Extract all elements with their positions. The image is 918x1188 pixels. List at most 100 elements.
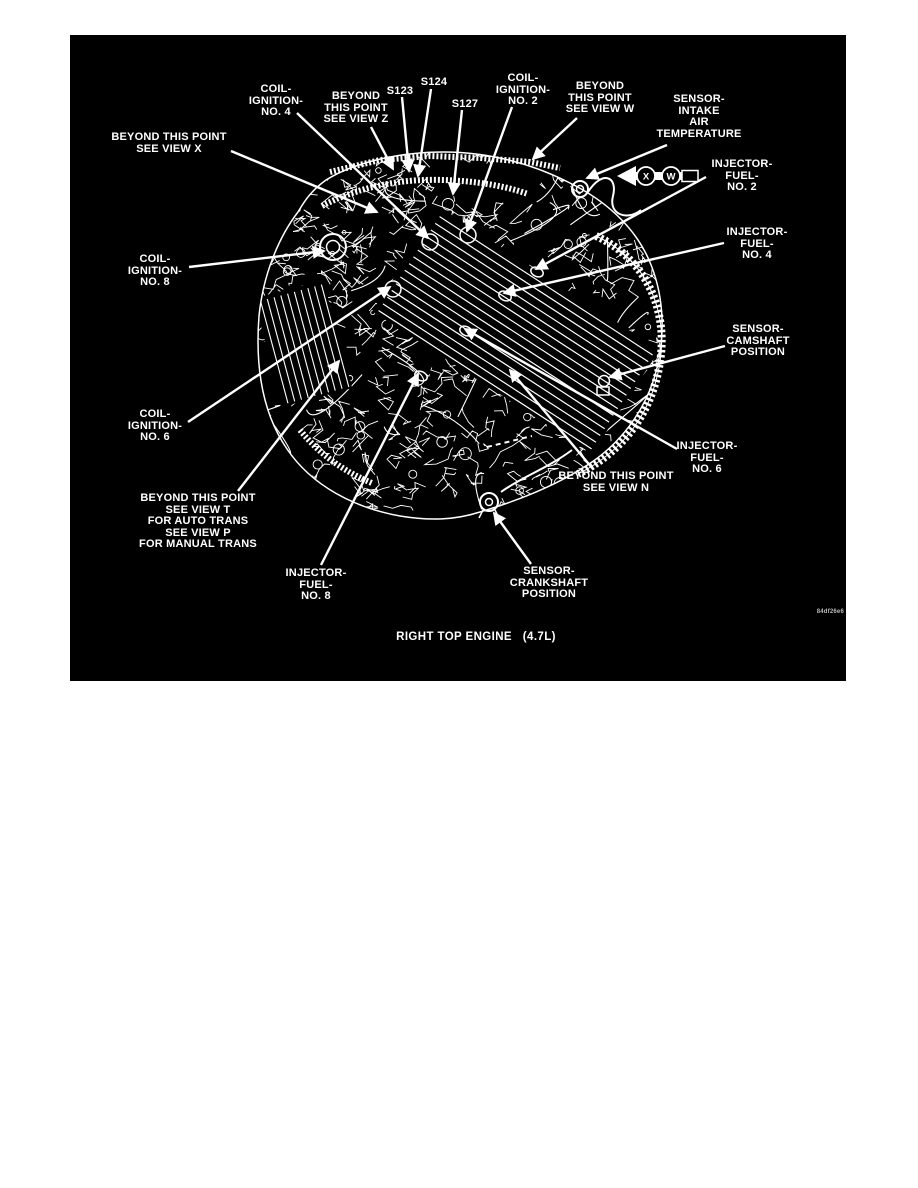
leader-injector-fuel-no-4 <box>502 241 725 297</box>
callout-line: S123 <box>386 85 414 97</box>
crankshaft-sensor-wire <box>500 449 573 493</box>
callout-line: INJECTOR- <box>711 158 773 170</box>
callout-line: THIS POINT <box>568 91 632 104</box>
callout-line: AIR <box>689 116 709 129</box>
leader-beyond-view-z <box>369 126 395 171</box>
crankshaft-sensor-part <box>479 492 499 512</box>
callout-injector-fuel-no-4: INJECTOR-FUEL-NO. 4 <box>647 226 846 262</box>
callout-line: COIL- <box>139 408 171 420</box>
crankshaft-sensor-core <box>484 497 494 507</box>
callout-line: FOR AUTO TRANS <box>147 515 249 528</box>
callout-line: NO. 2 <box>727 181 757 194</box>
figure-caption: RIGHT TOP ENGINE (4.7L) <box>396 631 556 643</box>
callout-s123: S123 <box>290 85 510 98</box>
leader-sensor-crankshaft-position <box>492 511 532 565</box>
callout-line: SEE VIEW P <box>165 526 231 539</box>
callout-line: SENSOR- <box>732 323 784 335</box>
leader-beyond-view-n <box>508 368 594 470</box>
callout-line: BEYOND THIS POINT <box>111 131 227 143</box>
leader-injector-fuel-no-8 <box>319 372 420 566</box>
callout-s124: S124 <box>324 76 544 89</box>
callout-line: POSITION <box>521 588 577 601</box>
callout-line: BEYOND THIS POINT <box>140 492 256 504</box>
leader-s127 <box>447 109 464 196</box>
callout-line: FUEL- <box>725 169 759 182</box>
beyond-point-dash <box>486 435 533 448</box>
callout-line: S127 <box>451 98 479 110</box>
circuit-w-circle <box>661 166 681 186</box>
coil-no8-core <box>325 239 341 255</box>
callout-line: BEYOND THIS POINT <box>558 470 674 482</box>
callout-coil-ignition-no-4: COIL-IGNITION-NO. 4 <box>166 83 386 119</box>
callout-line: NO. 8 <box>140 276 170 289</box>
callout-line: SEE VIEW W <box>565 103 635 116</box>
callout-line: NO. 8 <box>301 590 331 603</box>
callout-s127: S127 <box>355 98 575 111</box>
callout-line: COIL- <box>139 253 171 265</box>
callout-line: BEYOND <box>331 90 381 102</box>
callout-injector-fuel-no-6: INJECTOR-FUEL-NO. 6 <box>597 440 817 476</box>
leader-coil-ignition-no-8 <box>188 245 326 269</box>
callout-line: SEE VIEW X <box>136 142 202 155</box>
callout-line: THIS POINT <box>324 101 388 114</box>
iat-hose <box>587 177 642 217</box>
callout-line: SEE VIEW N <box>582 481 650 494</box>
leader-beyond-view-w <box>531 117 578 161</box>
callout-line: SENSOR- <box>523 565 575 577</box>
symbol-tail <box>681 169 699 183</box>
iat-sensor-part <box>571 180 589 198</box>
callout-line: CRANKSHAFT <box>509 576 589 589</box>
iat-sensor-core <box>575 184 585 194</box>
leader-injector-fuel-no-6 <box>463 327 678 451</box>
callout-coil-ignition-no-8: COIL-IGNITION-NO. 8 <box>70 253 265 289</box>
callout-line: IGNITION- <box>127 419 183 432</box>
leader-coil-ignition-no-6 <box>187 285 392 423</box>
leader-sensor-intake-air-temperature <box>585 143 668 180</box>
callout-line: IGNITION- <box>248 94 304 107</box>
leader-sensor-camshaft-position <box>608 344 726 381</box>
callout-injector-fuel-no-2: INJECTOR-FUEL-NO. 2 <box>632 158 846 194</box>
callout-line: NO. 6 <box>140 431 170 444</box>
callout-line: INTAKE <box>678 104 720 117</box>
callout-line: COIL- <box>507 72 539 84</box>
leader-s124 <box>413 88 433 178</box>
leader-beyond-view-t-p <box>237 359 341 492</box>
coil-no4-part <box>421 233 439 251</box>
callout-line: POSITION <box>730 346 786 359</box>
dark-patch <box>430 160 555 205</box>
callout-line: FUEL- <box>740 237 774 250</box>
callout-line: COIL- <box>260 83 292 95</box>
callout-line: BEYOND <box>575 80 625 92</box>
callout-line: TEMPERATURE <box>656 127 742 140</box>
image-code: 84df26e6 <box>816 609 844 615</box>
circuit-x-label: X <box>643 172 650 183</box>
leader-lines <box>187 88 726 566</box>
callout-line: IGNITION- <box>127 264 183 277</box>
leader-coil-ignition-no-4 <box>296 112 430 240</box>
callout-line: IGNITION- <box>495 83 551 96</box>
callout-line: INJECTOR- <box>726 226 788 238</box>
callout-coil-ignition-no-6: COIL-IGNITION-NO. 6 <box>70 408 265 444</box>
leader-s123 <box>400 96 415 173</box>
circuit-x-circle <box>636 166 656 186</box>
callout-line: S124 <box>420 76 448 88</box>
callout-line: NO. 4 <box>261 106 291 119</box>
camshaft-sensor-body <box>596 386 610 396</box>
callout-line: NO. 2 <box>508 95 538 108</box>
callout-line: INJECTOR- <box>285 567 347 579</box>
engine-outline <box>257 151 663 520</box>
callout-line: SENSOR- <box>673 93 725 105</box>
callout-injector-fuel-no-8: INJECTOR-FUEL-NO. 8 <box>206 567 426 603</box>
callout-line: FOR MANUAL TRANS <box>139 538 257 551</box>
callout-coil-ignition-no-2: COIL-IGNITION-NO. 2 <box>413 72 633 108</box>
leader-injector-fuel-no-2 <box>534 175 707 271</box>
